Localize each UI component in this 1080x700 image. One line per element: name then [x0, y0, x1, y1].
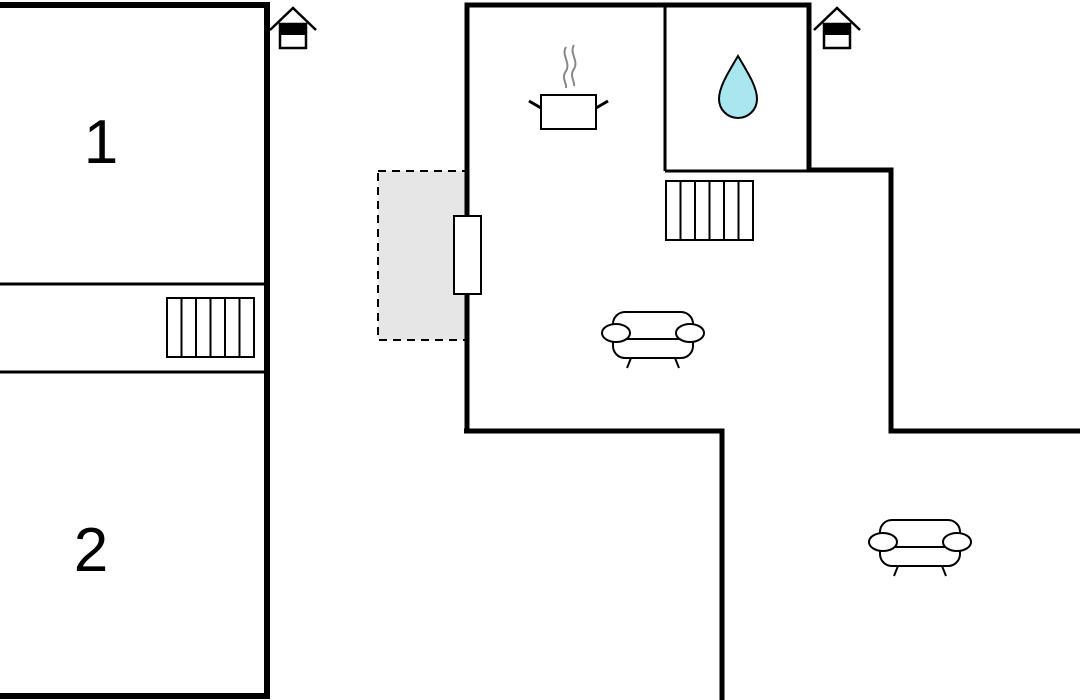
stairs-icon — [665, 180, 754, 241]
left-wing — [0, 2, 270, 699]
room-label-2: 2 — [74, 516, 108, 585]
sofa-icon — [601, 311, 705, 369]
lower-hall-wall — [464, 428, 725, 700]
room-label-1: 1 — [84, 108, 118, 177]
water-drop-icon — [717, 54, 759, 120]
bathroom — [663, 5, 809, 173]
house-entrance-icon — [813, 6, 861, 50]
stairs-icon — [166, 297, 255, 358]
door-icon — [453, 215, 482, 295]
cooking-pot-icon — [528, 44, 609, 130]
left-wing-walls — [0, 2, 270, 699]
sofa-icon — [868, 519, 972, 577]
living-area-walls — [464, 2, 1080, 434]
terrace-area — [377, 170, 467, 341]
house-entrance-icon — [269, 6, 317, 50]
